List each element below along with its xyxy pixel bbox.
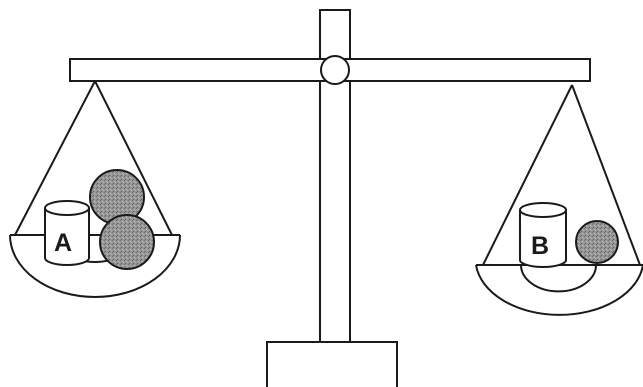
- cylinder-b-label: B: [531, 232, 549, 260]
- stand-base: [267, 342, 397, 387]
- right-pan-bowl: [476, 265, 643, 315]
- right-ball: [576, 221, 618, 263]
- left-pan: [10, 81, 180, 297]
- left-ball-bottom: [100, 215, 154, 269]
- right-pan-inner-arc: [521, 265, 596, 291]
- pivot-circle: [321, 56, 349, 84]
- cylinder-a-label: A: [54, 229, 72, 257]
- right-pan: [476, 85, 643, 315]
